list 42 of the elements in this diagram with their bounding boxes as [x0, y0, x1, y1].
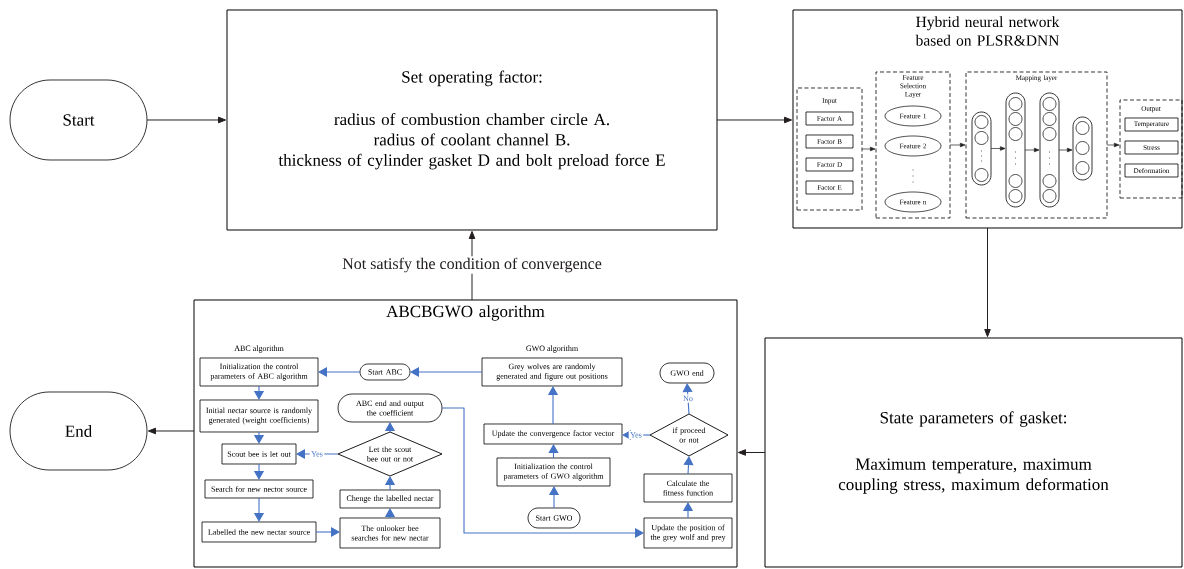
- neuron-column: [1039, 92, 1060, 208]
- arrow: [147, 427, 195, 435]
- arrow: [1058, 147, 1073, 153]
- arrow: [737, 449, 766, 456]
- process-box: Initialization the control parameters of GWO algorithm: [496, 457, 611, 487]
- process-box: Labelled the new nectar source: [201, 521, 317, 543]
- terminal-box: End: [9, 391, 148, 471]
- arrow: [990, 146, 1006, 151]
- process-box: Grey wolves are randomly generated and figure out positions: [481, 357, 623, 387]
- neuron-column: [971, 111, 992, 186]
- neuron-column: [1005, 92, 1026, 208]
- neuron-column: [1072, 116, 1093, 181]
- process-box: Update the position of the grey wolf and prey: [643, 517, 733, 549]
- terminal-box: ABC end and output the coefficient: [337, 393, 443, 423]
- arrow: [861, 146, 876, 152]
- process-box: Initial nectar source is randomly generated (weight coefficients): [199, 399, 319, 433]
- arrow: [146, 116, 227, 124]
- edge-label: Yes: [628, 430, 644, 440]
- process-box: Search for new nector source: [204, 479, 314, 499]
- process-box: Initialization the control parameters of ABC algorithm: [199, 357, 319, 387]
- process-box: The onlooker bee searches for new nectar: [339, 517, 441, 549]
- arrow: [716, 116, 793, 124]
- terminal-box: Start: [9, 79, 148, 161]
- process-box: Set operating factor: radius of combustion chamber circle A. radius of coolant channel B. thickness of cylinder gasket D and bolt preload force E: [226, 9, 718, 231]
- arrow: [1106, 142, 1120, 148]
- terminal-box: GWO end: [659, 362, 715, 384]
- process-box: Update the convergence factor vector: [483, 423, 623, 445]
- arrow: [984, 227, 991, 338]
- process-box: Calculate the fitness function: [643, 473, 733, 503]
- terminal-box: Start GWO: [527, 507, 581, 529]
- arrow: [683, 456, 694, 475]
- edge-label: No: [681, 394, 695, 403]
- arrow: [682, 383, 693, 415]
- process-box: State parameters of gasket: Maximum temperature, maximum coupling stress, maximum deformation: [764, 337, 1183, 568]
- terminal-box: Start ABC: [359, 363, 411, 381]
- edge-label: Not satisfy the condition of convergence: [340, 256, 604, 274]
- arrow: [949, 142, 966, 148]
- process-box: Chenge the labelled nectar: [339, 489, 441, 509]
- arrow: [1024, 147, 1040, 153]
- process-box: Scout bee is let out: [221, 443, 297, 465]
- edge-label: Yes: [309, 449, 325, 459]
- arrow: [548, 444, 559, 459]
